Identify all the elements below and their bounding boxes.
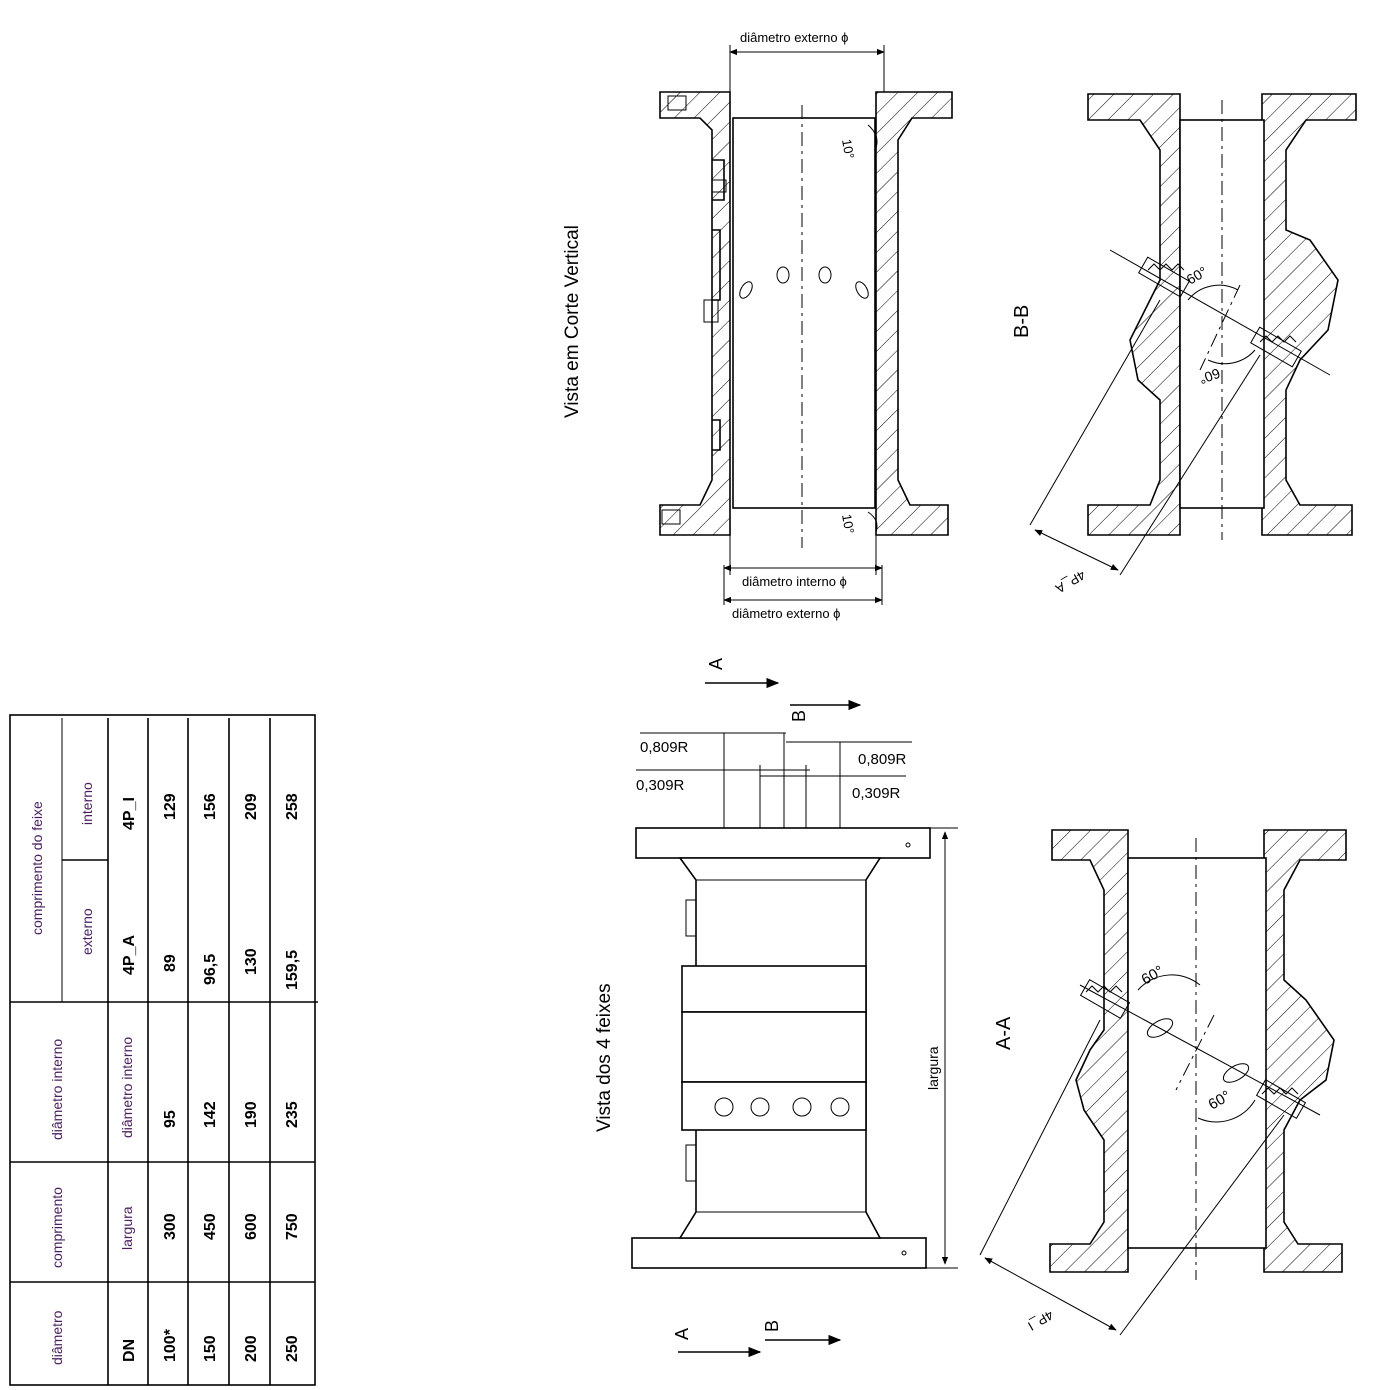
angle-60-bb-bottom: 60° — [1197, 365, 1222, 387]
cell-dn: 200 — [243, 1335, 260, 1362]
beams-view: A B A B 0,809R 0,309R 0,809R 0,309R — [631, 658, 958, 1358]
cell-4pa: 96,5 — [202, 954, 219, 985]
label-section-bb: B-B — [1011, 305, 1033, 338]
header-diametro-interno: diâmetro interno — [49, 1039, 65, 1140]
cell-4pa: 159,5 — [284, 950, 301, 990]
table-row: 200 600 190 130 209 — [243, 793, 260, 1362]
mark-b-top: B — [789, 710, 809, 722]
subheader-externo: externo — [79, 908, 95, 955]
cell-4pi: 258 — [284, 793, 301, 820]
view-vertical-label: Vista em Corte Vertical — [562, 225, 583, 418]
col-4pa: 4P_A — [121, 935, 138, 975]
cell-diam-int: 190 — [243, 1101, 260, 1128]
vertical-section: diâmetro externo ϕ 10° 10° diâmetro inte… — [659, 30, 953, 621]
col-largura: largura — [119, 1206, 135, 1250]
section-aa: 60° 60° 4P_I A-A — [979, 829, 1347, 1336]
cell-diam-int: 235 — [284, 1101, 301, 1128]
header-comprimento: comprimento — [49, 1187, 65, 1268]
cell-4pa: 130 — [243, 948, 260, 975]
mark-a-top: A — [706, 658, 726, 670]
label-4pa: 4P_A — [1053, 567, 1088, 596]
cell-dn: 250 — [284, 1335, 301, 1362]
angle-10-bottom: 10° — [839, 513, 857, 535]
dim-largura: largura — [925, 1046, 941, 1090]
view-beams-label: Vista dos 4 feixes — [594, 983, 615, 1132]
cell-largura: 600 — [243, 1213, 260, 1240]
dim-outer-top: diâmetro externo ϕ — [740, 30, 848, 45]
table-row: 250 750 235 159,5 258 — [284, 793, 301, 1362]
cell-largura: 750 — [284, 1213, 301, 1240]
cell-dn: 100* — [162, 1328, 179, 1362]
col-diametro-interno: diâmetro interno — [119, 1037, 135, 1138]
cell-4pi: 129 — [162, 793, 179, 820]
dim-0809r-left: 0,809R — [640, 739, 689, 756]
label-4pi: 4P_I — [1025, 1307, 1056, 1333]
cell-4pi: 156 — [202, 793, 219, 820]
dim-0309r-right: 0,309R — [852, 785, 901, 802]
cell-4pi: 209 — [243, 793, 260, 820]
cell-largura: 300 — [162, 1213, 179, 1240]
cell-diam-int: 95 — [162, 1110, 179, 1128]
dim-inner-bottom: diâmetro interno ϕ — [742, 574, 847, 589]
subheader-interno: interno — [79, 782, 95, 825]
cell-4pa: 89 — [162, 954, 179, 972]
table-row: 150 450 142 96,5 156 — [202, 793, 219, 1362]
cell-dn: 150 — [202, 1335, 219, 1362]
mark-a-bottom: A — [672, 1328, 692, 1340]
dim-outer-bottom: diâmetro externo ϕ — [732, 606, 840, 621]
cell-diam-int: 142 — [202, 1101, 219, 1128]
cell-largura: 450 — [202, 1213, 219, 1240]
label-section-aa: A-A — [993, 1016, 1015, 1050]
table-row: 100* 300 95 89 129 — [162, 793, 179, 1362]
col-dn: DN — [121, 1339, 138, 1362]
section-bb: 60° 60° 4P_A B-B — [1011, 93, 1357, 596]
dimension-table: diâmetro comprimento diâmetro interno co… — [9, 714, 318, 1386]
angle-10-top: 10° — [839, 138, 857, 160]
col-4pi: 4P_I — [121, 797, 138, 830]
header-comprimento-feixe: comprimento do feixe — [29, 801, 45, 935]
mark-b-bottom: B — [762, 1320, 782, 1332]
header-diametro: diâmetro — [49, 1310, 65, 1365]
dim-0809r-right: 0,809R — [858, 751, 907, 768]
dim-0309r-left: 0,309R — [636, 777, 685, 794]
